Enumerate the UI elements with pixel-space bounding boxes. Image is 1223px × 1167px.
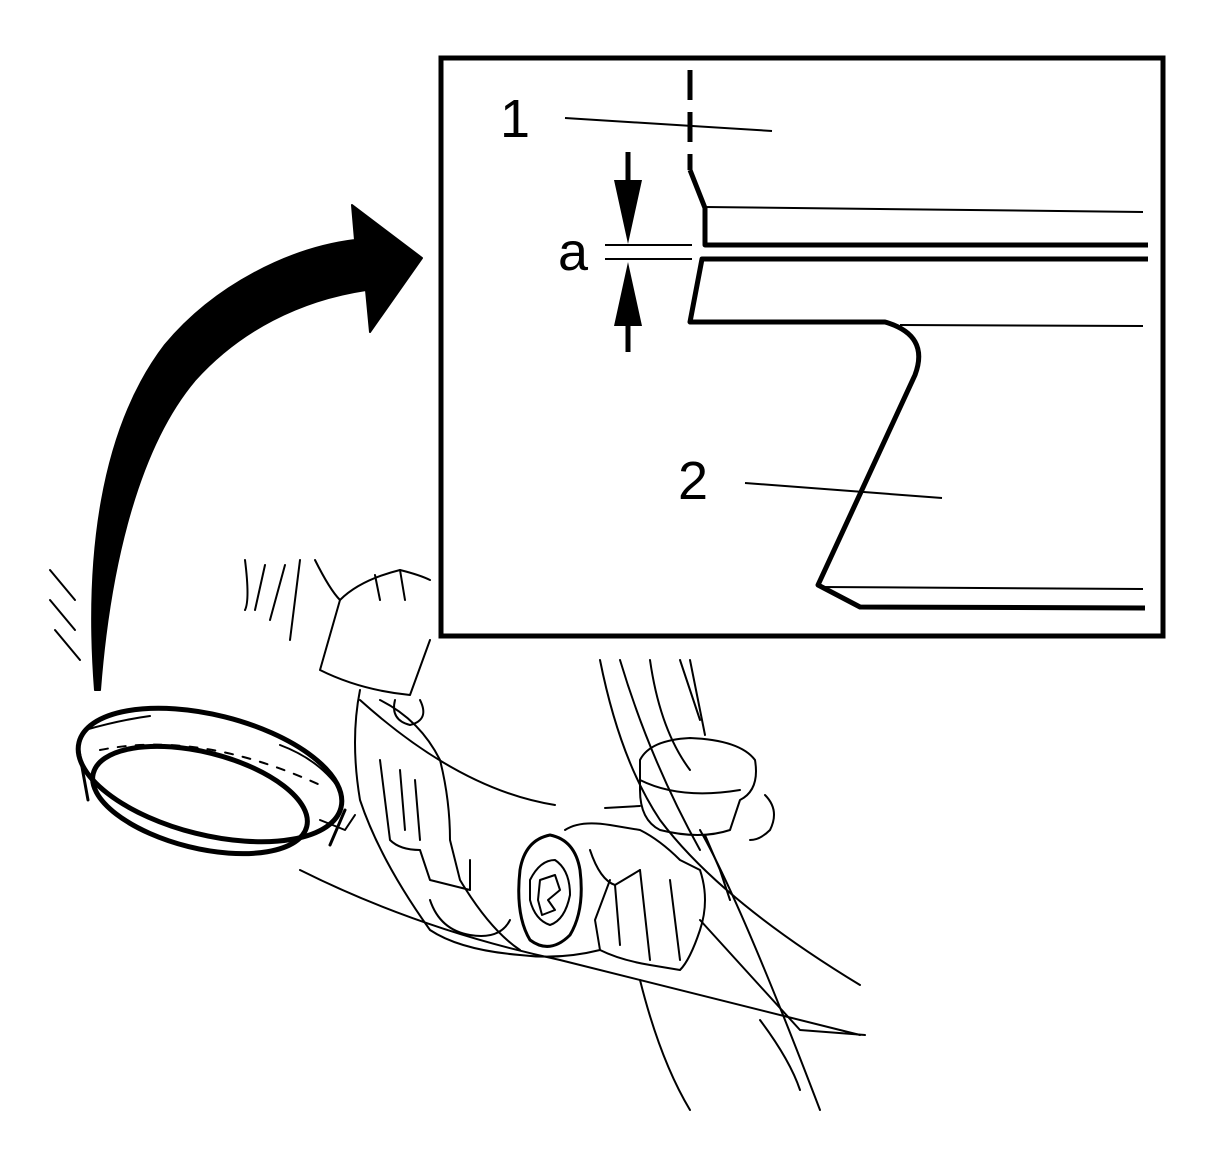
clamp-fastener: [589, 849, 641, 946]
body-contour-line: [649, 659, 691, 771]
nut-cap: [749, 794, 775, 841]
part-1-surface-line: [704, 206, 1144, 213]
clamp-ring-band: [99, 743, 321, 786]
mounting-bolt: [529, 859, 571, 926]
bracket-arm: [399, 769, 421, 841]
part-2-edge: [687, 256, 1148, 611]
direction-arrow: [91, 204, 423, 691]
housing-outline: [244, 559, 301, 641]
body-contour-line: [639, 979, 691, 1111]
body-contour-line: [299, 869, 861, 1036]
clamp-fastener: [639, 869, 681, 961]
gap-dimension-line: [605, 244, 692, 260]
part-1-edge: [687, 169, 1148, 248]
bolt-drive-recess: [537, 874, 561, 916]
clamp-ring-inner: [90, 743, 310, 857]
bracket-arm: [393, 699, 425, 726]
housing-outline: [314, 559, 431, 601]
callout-2-label: 2: [678, 451, 708, 511]
bracket-arm: [379, 759, 471, 891]
vehicle-assembly-drawing: [49, 559, 866, 1111]
bracket-arm: [429, 899, 511, 937]
hose-clamp-ring: [75, 705, 356, 857]
body-contour-line: [759, 1019, 801, 1091]
gap-arrow-top-head: [614, 180, 642, 244]
callout-1-leader: [564, 117, 773, 132]
bracket-arm: [354, 689, 601, 958]
body-contour-line: [689, 659, 706, 736]
body-contour-line: [699, 919, 866, 1036]
shading-line: [49, 569, 81, 661]
nut-cap: [639, 779, 741, 795]
nut-cap: [704, 834, 731, 901]
part-2-surface-line: [819, 586, 1144, 590]
clamp-fastener: [604, 805, 641, 809]
clamp-ring-band: [319, 814, 356, 831]
gap-arrow-bottom-head: [614, 262, 642, 326]
bracket-arm: [379, 699, 521, 951]
body-contour-line: [599, 659, 861, 986]
clamp-ring-outer: [75, 705, 345, 845]
callout-gap-label: a: [558, 222, 589, 282]
clamp-ring-band: [84, 715, 341, 791]
callout-1-label: 1: [500, 89, 530, 149]
body-contour-line: [359, 699, 556, 806]
clamp-fastener: [564, 822, 706, 971]
body-contour-line: [619, 659, 701, 851]
body-contour-line: [679, 659, 701, 721]
inset-frame: [438, 55, 1166, 639]
body-contour-line: [699, 829, 821, 1111]
housing-outline: [319, 599, 431, 696]
mounting-bolt: [517, 833, 583, 948]
detail-inset: 1 a 2: [438, 55, 1166, 639]
callout-2-leader: [744, 482, 943, 499]
part-2-surface-line: [899, 324, 1144, 327]
nut-cap: [639, 737, 757, 836]
housing-outline: [374, 569, 406, 601]
